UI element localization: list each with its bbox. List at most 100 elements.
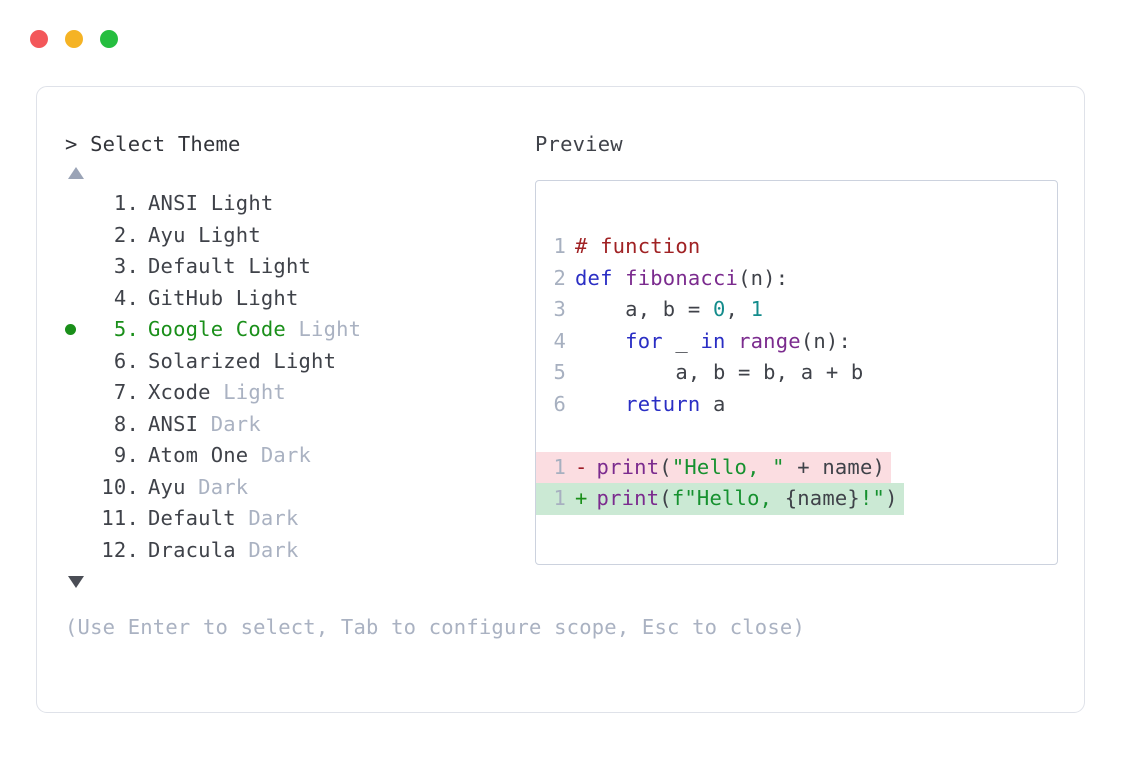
code-token-punct: ( [659, 486, 672, 510]
theme-item-variant: Dark [248, 443, 312, 467]
code-token-func: range [738, 328, 801, 353]
preview-label: Preview [535, 132, 623, 156]
code-token-plain: _ [662, 328, 701, 353]
bullet-placeholder [65, 377, 93, 409]
bullet-placeholder [65, 283, 93, 315]
theme-list-item[interactable]: 8.ANSI Dark [65, 409, 535, 441]
theme-list-item[interactable]: 11.Default Dark [65, 503, 535, 535]
code-token-plain: , [725, 297, 751, 321]
code-token-number: 0 [712, 297, 726, 321]
theme-item-name: GitHub Light [148, 285, 299, 310]
code-token-plain [726, 329, 739, 353]
code-token-comment: # function [575, 234, 701, 258]
theme-item-name: ANSI [148, 411, 199, 436]
card-content: > Select Theme 1. ANSI Light 2. Ayu Light 3.… [37, 87, 1084, 712]
code-line: 3 a, b = 0, 1 [536, 294, 1057, 326]
theme-list-item[interactable]: 3.Default Light [65, 251, 535, 283]
theme-list-item[interactable]: 9.Atom One Dark [65, 440, 535, 472]
theme-item-name: Solarized Light [148, 348, 337, 373]
diff-sign: - [575, 454, 588, 479]
theme-item-variant: Dark [235, 537, 299, 562]
theme-item-index: 7. [113, 380, 139, 404]
prompt-header: > Select Theme [65, 131, 535, 157]
diff-line-number: 1 [553, 454, 566, 479]
code-line-number: 4 [553, 328, 566, 353]
theme-item-variant: Light [285, 317, 362, 341]
theme-list-item[interactable]: 7.Xcode Light [65, 377, 535, 409]
theme-list-item[interactable]: 5.Google Code Light [65, 314, 535, 346]
theme-list-item[interactable]: 2. Ayu Light [65, 220, 535, 252]
theme-item-name: Atom One [148, 443, 249, 467]
code-line: 1 # function [536, 231, 1057, 263]
theme-item-name: Ayu [148, 474, 186, 499]
code-line-number: 3 [553, 297, 566, 321]
code-line-number: 6 [553, 391, 566, 416]
code-line-source: return a [575, 389, 726, 421]
triangle-up-icon[interactable] [68, 167, 84, 179]
code-token-plain: + name) [784, 454, 886, 479]
code-line-number: 1 [553, 234, 566, 258]
triangle-down-icon[interactable] [68, 576, 84, 588]
maximize-window-button[interactable] [100, 30, 118, 48]
theme-list-item[interactable]: 12.Dracula Dark [65, 535, 535, 567]
code-line-number: 5 [553, 360, 566, 384]
bullet-placeholder [65, 220, 93, 252]
diff-line-ins: 1 + print(f"Hello, {name}!") [536, 483, 1057, 515]
code-token-string: !" [859, 486, 886, 510]
diff-sign: + [575, 486, 588, 510]
diff-line-source: print("Hello, " + name) [597, 452, 886, 484]
code-token-keyword: in [700, 328, 726, 353]
theme-item-name: Google Code [148, 317, 286, 341]
diff-highlight: 1-print("Hello, " + name) [536, 451, 892, 484]
theme-item-variant: Dark [198, 411, 261, 436]
close-window-button[interactable] [30, 30, 48, 48]
minimize-window-button[interactable] [65, 30, 83, 48]
code-line-number: 2 [553, 265, 566, 290]
diff-line-number: 1 [553, 486, 566, 510]
bullet-placeholder [65, 440, 93, 472]
code-line-source: a, b = b, a + b [575, 357, 863, 389]
theme-item-name: Ayu Light [148, 222, 261, 247]
code-token-keyword: def [575, 265, 626, 290]
code-token-punct: (n): [800, 328, 851, 353]
code-token-plain [575, 329, 625, 353]
theme-item-name: Default [148, 506, 236, 530]
code-line-source: def fibonacci(n): [575, 263, 788, 295]
theme-list-item[interactable]: 10.Ayu Dark [65, 472, 535, 504]
diff-highlight: 1 + print(f"Hello, {name}!") [536, 483, 904, 515]
theme-list-item[interactable]: 6. Solarized Light [65, 346, 535, 378]
code-token-func: print [596, 454, 660, 479]
code-token-plain: a [700, 391, 726, 416]
theme-item-index: 11. [101, 506, 139, 530]
theme-item-index: 10. [101, 474, 139, 499]
code-token-keyword: return [625, 391, 701, 416]
two-column-layout: > Select Theme 1. ANSI Light 2. Ayu Light 3.… [65, 131, 1058, 640]
keyboard-hint: (Use Enter to select, Tab to configure s… [65, 615, 805, 639]
code-token-string: f"Hello, [671, 486, 785, 510]
diff-line-source: print(f"Hello, {name}!") [597, 483, 898, 515]
code-token-plain: {name} [784, 486, 860, 510]
theme-item-index: 1. [113, 191, 139, 215]
code-line-source: # function [575, 231, 700, 263]
theme-list-column: > Select Theme 1. ANSI Light 2. Ayu Light 3.… [65, 131, 805, 640]
code-line: 6 return a [536, 389, 1057, 421]
code-token-plain: a, b = b, a + b [575, 360, 864, 384]
code-line-source: a, b = 0, 1 [575, 294, 763, 326]
theme-selector-card: > Select Theme 1. ANSI Light 2. Ayu Light 3.… [36, 86, 1085, 713]
theme-list-item[interactable]: 1. ANSI Light [65, 188, 535, 220]
bullet-placeholder [65, 251, 93, 283]
prompt-caret-icon: > [65, 132, 78, 156]
theme-item-index: 6. [113, 348, 139, 373]
theme-list-item[interactable]: 4.GitHub Light [65, 283, 535, 315]
theme-item-index: 2. [113, 222, 139, 247]
code-line-source: for _ in range(n): [575, 326, 851, 358]
theme-item-index: 3. [113, 254, 139, 278]
theme-item-variant: Light [210, 380, 286, 404]
bullet-placeholder [65, 503, 93, 535]
code-token-string: "Hello, " [671, 454, 785, 479]
theme-item-name: ANSI Light [148, 191, 274, 215]
selection-dot [65, 324, 76, 336]
